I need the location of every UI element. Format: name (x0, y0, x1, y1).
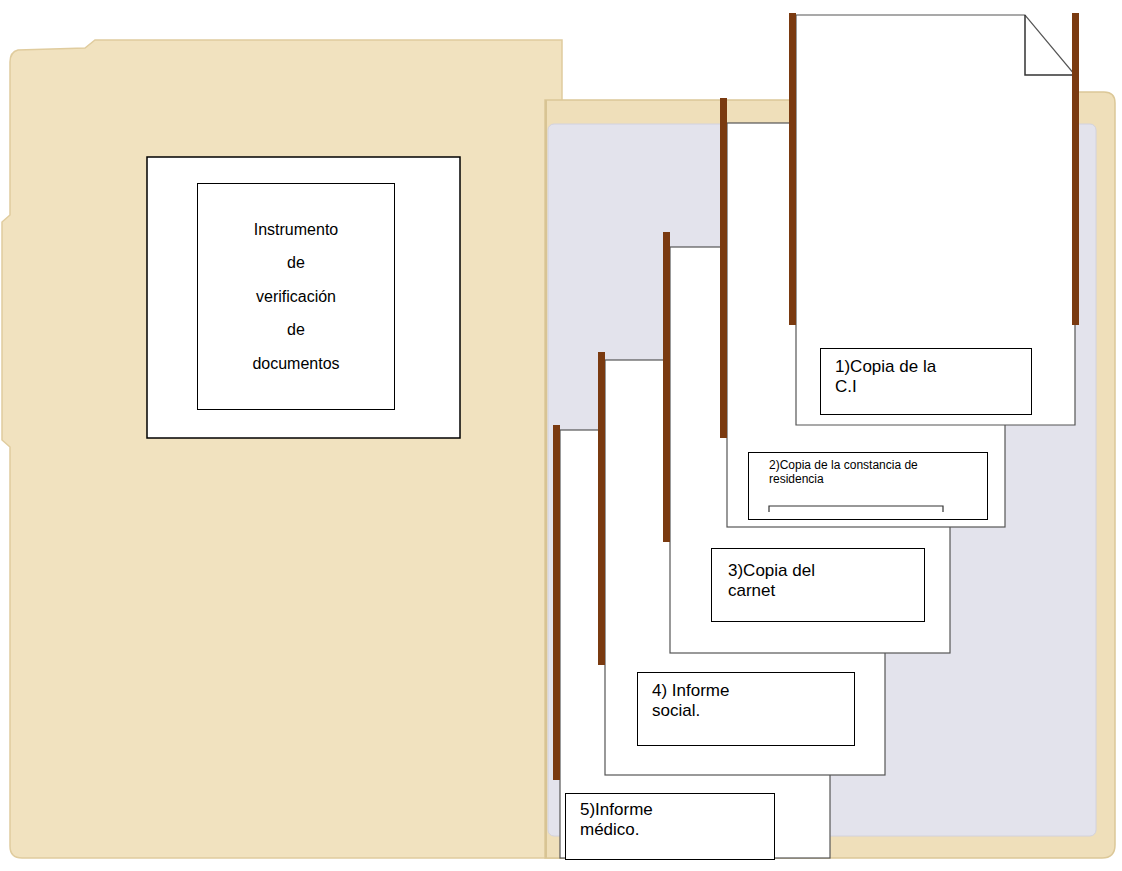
binder-strip (553, 425, 560, 780)
label-text: 1)Copia de la C.I (835, 357, 947, 396)
document-label: 1)Copia de la C.I (820, 348, 1032, 415)
title-text: Instrumento de verificación de documento… (248, 213, 344, 381)
folder-left-flap (2, 40, 562, 858)
label-text: 2)Copia de la constancia de residencia (769, 459, 919, 487)
folder-crease (545, 100, 547, 858)
folded-corner (1025, 15, 1075, 75)
document-label: 5)Informe médico. (565, 793, 775, 860)
binder-strip (598, 352, 605, 665)
document-label: 2)Copia de la constancia de residencia (748, 452, 988, 520)
document-page (796, 15, 1075, 425)
label-text: 3)Copia del carnet (728, 561, 840, 600)
bracket-line (769, 506, 943, 512)
title-box: Instrumento de verificación de documento… (197, 183, 395, 410)
document-label: 4) Informe social. (637, 672, 855, 746)
binder-strip (663, 232, 670, 542)
label-frame (147, 157, 460, 438)
binder-strip (789, 13, 796, 325)
binder-strip (720, 98, 727, 438)
binder-strip (1072, 13, 1079, 325)
label-text: 5)Informe médico. (580, 800, 692, 839)
label-text: 4) Informe social. (652, 681, 764, 720)
document-label: 3)Copia del carnet (711, 548, 925, 622)
